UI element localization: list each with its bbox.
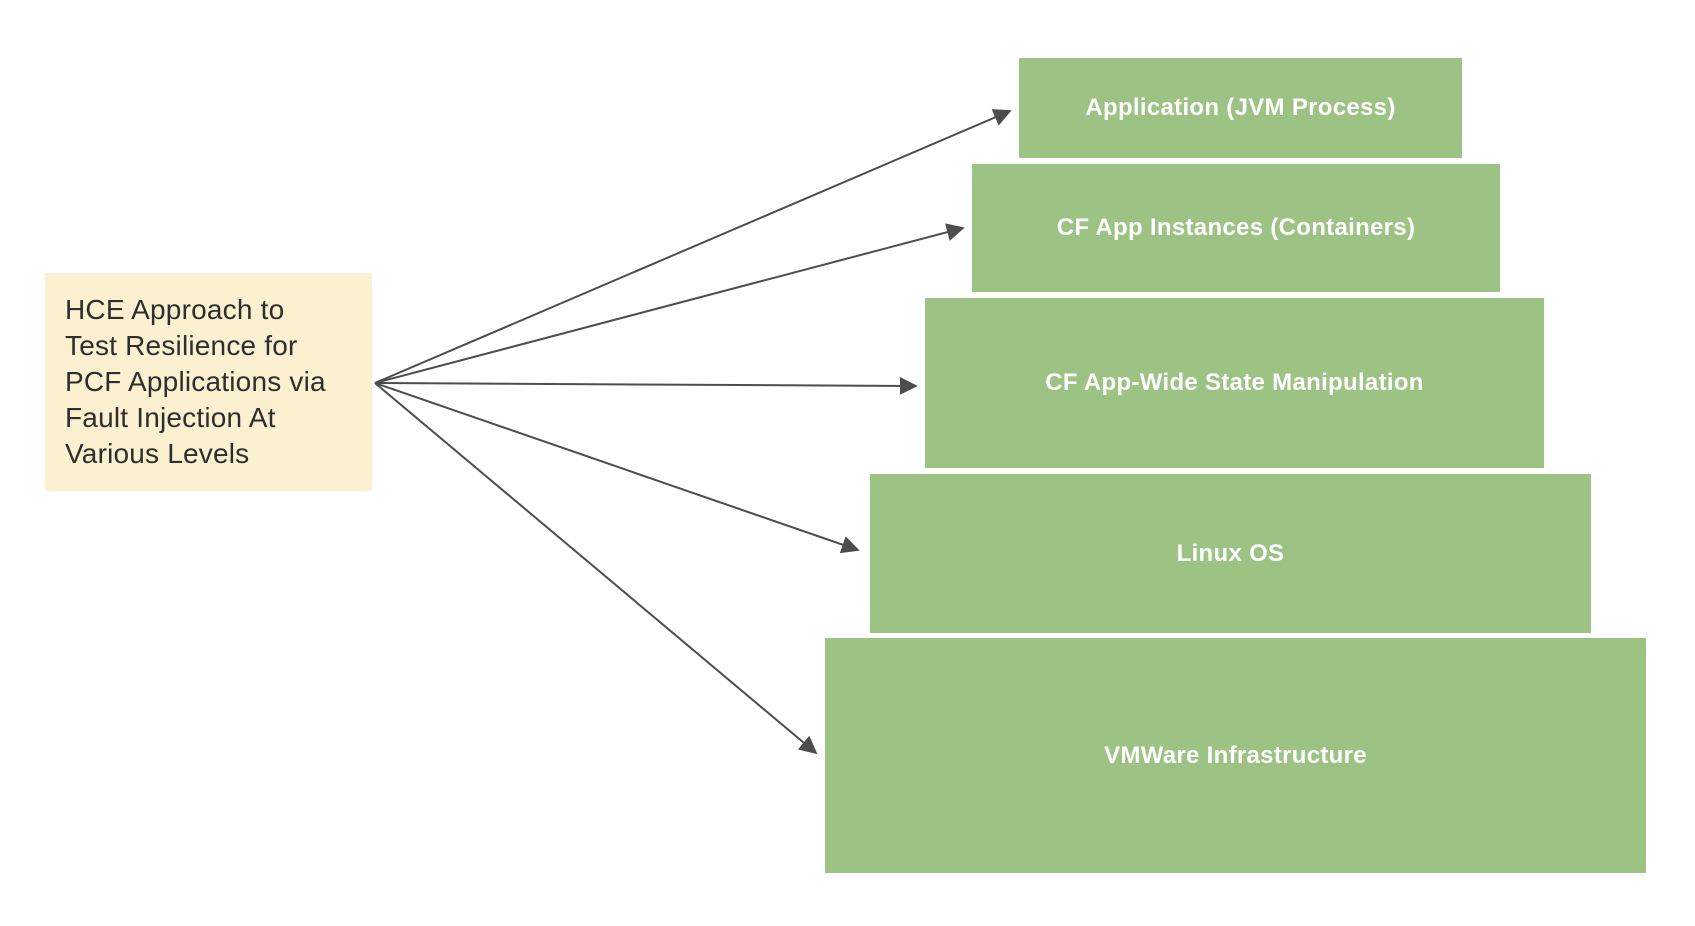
arrow-to-application	[374, 109, 1012, 384]
level-box-cf-app-instances: CF App Instances (Containers)	[972, 164, 1500, 292]
level-label: VMWare Infrastructure	[1104, 741, 1367, 769]
level-label: CF App-Wide State Manipulation	[1045, 369, 1424, 396]
source-label-box: HCE Approach to Test Resilience for PCF …	[45, 273, 372, 491]
arrow-to-cf-app-instances	[374, 223, 965, 384]
level-box-cf-app-wide-state: CF App-Wide State Manipulation	[925, 298, 1544, 468]
level-label: Linux OS	[1176, 539, 1285, 567]
level-label: CF App Instances (Containers)	[1056, 214, 1416, 241]
arrow-to-vmware-infrastructure	[374, 382, 818, 755]
arrow-to-linux-os	[374, 382, 860, 554]
level-box-application: Application (JVM Process)	[1019, 58, 1462, 158]
level-box-vmware-infrastructure: VMWare Infrastructure	[825, 638, 1646, 873]
source-label-text: HCE Approach to Test Resilience for PCF …	[65, 294, 326, 469]
arrow-to-cf-app-wide-state	[374, 376, 918, 395]
level-label: Application (JVM Process)	[1085, 94, 1396, 121]
level-box-linux-os: Linux OS	[870, 474, 1591, 633]
